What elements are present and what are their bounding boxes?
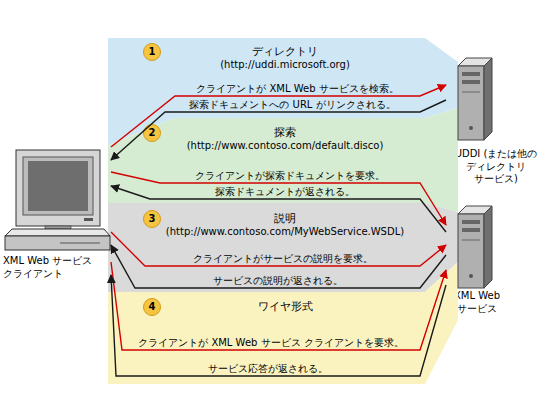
web-service-server-icon — [458, 206, 492, 288]
step-number: 4 — [143, 298, 161, 316]
badge-text-holder: 1 — [143, 43, 161, 61]
monitor-neck — [45, 226, 71, 229]
arrow-label: クライアントが探索ドキュメントを要求。 — [120, 170, 460, 182]
band-heading: 探索 — [125, 126, 445, 140]
arrow-label: サービスの説明が返される。 — [108, 275, 448, 287]
server-top — [458, 206, 492, 214]
drive-bay — [462, 80, 480, 84]
server-top — [458, 58, 492, 66]
arrow-label: クライアントが XML Web サービス クライアントを要求。 — [101, 337, 441, 349]
server-side — [484, 58, 492, 140]
badge-circle — [144, 211, 161, 228]
client-label: XML Web サービス クライアント — [3, 255, 111, 280]
band-text-block: 探索(http://www.contoso.com/default.disco) — [125, 126, 445, 152]
server-side — [484, 206, 492, 288]
callout-number: 2 — [149, 127, 156, 140]
band-heading: ディレクトリ — [125, 45, 445, 59]
arrow-label: サービス応答が返される。 — [98, 363, 438, 375]
band-url: (http://www.contoso.com/default.disco) — [125, 140, 445, 153]
band-heading: 説明 — [125, 212, 445, 226]
arrow-label: クライアントが XML Web サービスを検索。 — [128, 83, 468, 95]
client-computer: XML Web サービス クライアント — [3, 145, 111, 280]
badge-circle — [144, 125, 161, 142]
base-front — [5, 236, 110, 250]
drive-bay — [462, 72, 480, 76]
server-front — [458, 214, 484, 288]
badge-text-holder: 2 — [143, 124, 161, 142]
callout-number: 3 — [149, 213, 156, 226]
uddi-server-icon — [458, 58, 492, 140]
drive-bay — [462, 220, 480, 224]
band-url: (http://www.contoso.com/MyWebService.WSD… — [125, 226, 445, 239]
arrow-label: クライアントがサービスの説明を要求。 — [113, 253, 453, 265]
monitor-bezel — [23, 157, 93, 215]
panel-line — [462, 240, 480, 241]
band-fill — [108, 203, 458, 292]
server-label: UDDI (または他の ディレクトリ サービス) — [446, 148, 546, 186]
band-text-block: ワイヤ形式 — [125, 300, 445, 314]
power-button — [469, 126, 473, 130]
badge-circle — [144, 44, 161, 61]
drive-bay — [462, 228, 480, 232]
server-front — [458, 66, 484, 140]
step-number: 3 — [143, 210, 161, 228]
power-button — [469, 274, 473, 278]
badge-text-holder: 3 — [143, 210, 161, 228]
band-heading: ワイヤ形式 — [125, 300, 445, 314]
arrow-label: 探索ドキュメントへの URL がリンクされる。 — [123, 99, 463, 111]
monitor-case — [16, 150, 100, 226]
step-number: 2 — [143, 124, 161, 142]
directory-server: UDDI (または他の ディレクトリ サービス) — [446, 58, 546, 186]
band-text-block: ディレクトリ(http://uddi.microsoft.org) — [125, 45, 445, 71]
power-light — [84, 218, 93, 221]
arrow-label: 探索ドキュメントが返される。 — [115, 186, 455, 198]
monitor-screen — [28, 161, 88, 211]
callout-number: 4 — [149, 301, 156, 314]
base-top — [5, 229, 110, 236]
callout-number: 1 — [149, 46, 156, 59]
band-fill — [108, 108, 458, 212]
drive-slot — [60, 243, 100, 244]
band-text-block: 説明(http://www.contoso.com/MyWebService.W… — [125, 212, 445, 238]
step-number: 1 — [143, 43, 161, 61]
panel-line — [462, 92, 480, 93]
band-url: (http://uddi.microsoft.org) — [125, 59, 445, 72]
client-computer-icon — [5, 150, 110, 250]
badge-circle — [144, 299, 161, 316]
badge-text-holder: 4 — [143, 298, 161, 316]
